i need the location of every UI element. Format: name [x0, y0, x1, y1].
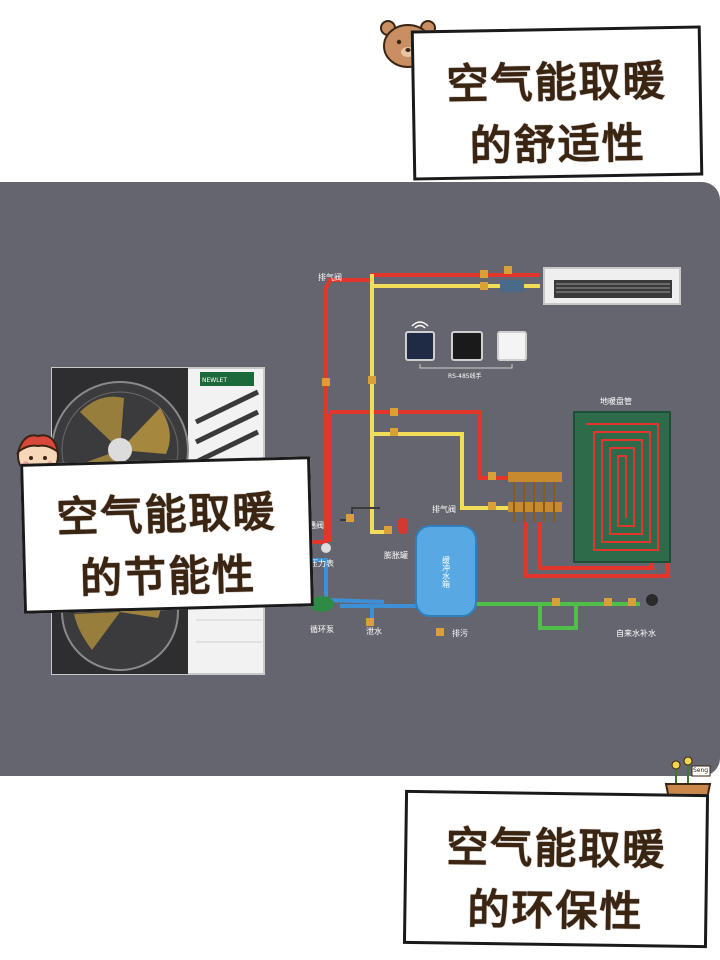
wifi-icon — [411, 321, 429, 329]
drain-label: 泄水 — [366, 626, 382, 636]
exhaust-valve-tank-label: 排气阀 — [432, 504, 456, 514]
top-label-box: 空气能取暖 的舒适性 — [410, 25, 704, 181]
wire-controllers — [405, 331, 527, 369]
pressure-gauge-label: 压力表 — [310, 558, 334, 568]
refill-pipes — [476, 602, 640, 630]
tap-icon — [646, 594, 658, 606]
floor-manifold — [508, 472, 562, 522]
filter-icon — [500, 280, 524, 292]
bypass-valve-label: 旁通阀 — [300, 520, 324, 530]
valve-icons — [322, 266, 636, 636]
unit-brand-text: NEWLET — [202, 377, 227, 384]
rs485-label: RS-485线手 — [448, 372, 482, 380]
fan-coil-unit — [543, 267, 681, 305]
pressure-gauge-icon — [321, 543, 331, 553]
top-label-line2: 的舒适性 — [469, 118, 647, 171]
floor-heating-coil — [573, 411, 671, 563]
bottom-label-line2: 的环保性 — [467, 884, 644, 937]
bottom-label-line1: 空气能取暖 — [445, 822, 667, 875]
buffer-tank-label: 缓冲水箱 — [442, 555, 451, 589]
cold-water-pipes — [302, 558, 418, 620]
flower-pot-tag: Seng — [693, 767, 709, 774]
circulation-pump-label: 循环泵 — [310, 624, 334, 634]
exhaust-valve-top-label: 排气阀 — [318, 272, 342, 282]
buffer-tank — [415, 525, 477, 617]
bottom-label-box: 空气能取暖 的环保性 — [402, 789, 710, 949]
blowdown-label: 排污 — [452, 628, 468, 638]
expansion-tank-label: 膨胀罐 — [384, 550, 408, 560]
floor-coil-label: 地暖盘管 — [600, 396, 632, 406]
expansion-tank — [398, 518, 408, 534]
tap-water-refill-label: 自来水补水 — [616, 628, 656, 638]
top-label-line1: 空气能取暖 — [446, 56, 668, 109]
middle-label-line1: 空气能取暖 — [55, 487, 278, 542]
middle-label-box: 空气能取暖 的节能性 — [20, 456, 314, 614]
circulation-pump-icon — [310, 596, 334, 612]
middle-label-line2: 的节能性 — [79, 549, 257, 604]
